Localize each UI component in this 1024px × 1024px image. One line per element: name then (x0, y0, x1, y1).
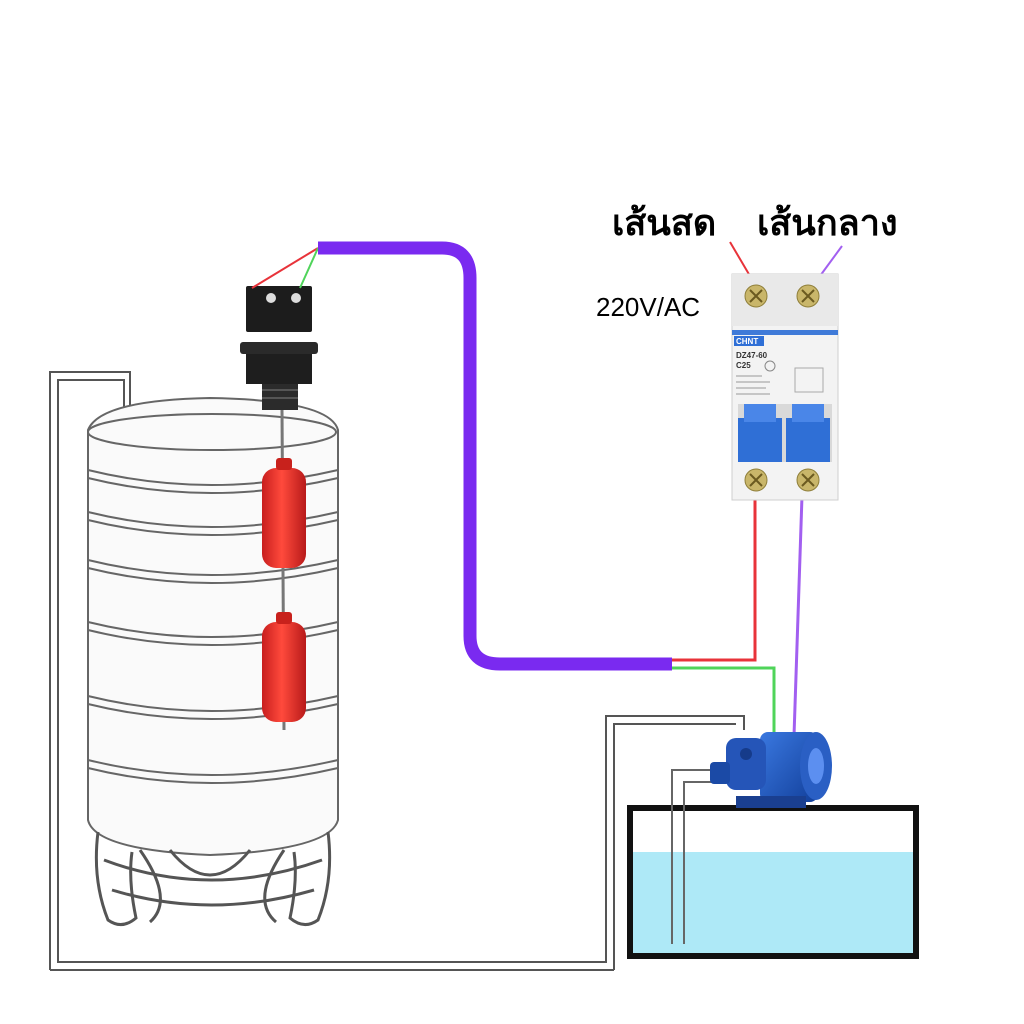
neutral-wire-label: เส้นกลาง (757, 203, 898, 244)
neutral-wire-to-pump (792, 495, 804, 737)
voltage-label: 220V/AC (596, 292, 701, 322)
breaker-rating: C25 (736, 361, 751, 370)
breaker-model: DZ47-60 (736, 351, 768, 360)
float-switch-green-lead (299, 247, 319, 289)
circuit-breaker: CHNT DZ47-60 C25 (731, 273, 839, 501)
tank-stand (94, 831, 332, 926)
water-pump (710, 732, 832, 808)
incoming-neutral-wire (819, 245, 843, 277)
float-switch-head (240, 286, 318, 410)
suction-pipe (671, 769, 716, 944)
sump-tank (627, 805, 919, 959)
live-wire-to-junction (672, 496, 757, 662)
live-wire-label: เส้นสด (612, 203, 717, 244)
return-pipe (49, 371, 745, 971)
float-switch-red-lead (251, 247, 319, 289)
incoming-live-wire (729, 241, 751, 277)
lower-float (262, 612, 306, 722)
upper-float (262, 458, 306, 568)
green-wire-to-pump (672, 666, 776, 736)
breaker-brand: CHNT (736, 337, 758, 346)
main-cable (318, 241, 672, 671)
